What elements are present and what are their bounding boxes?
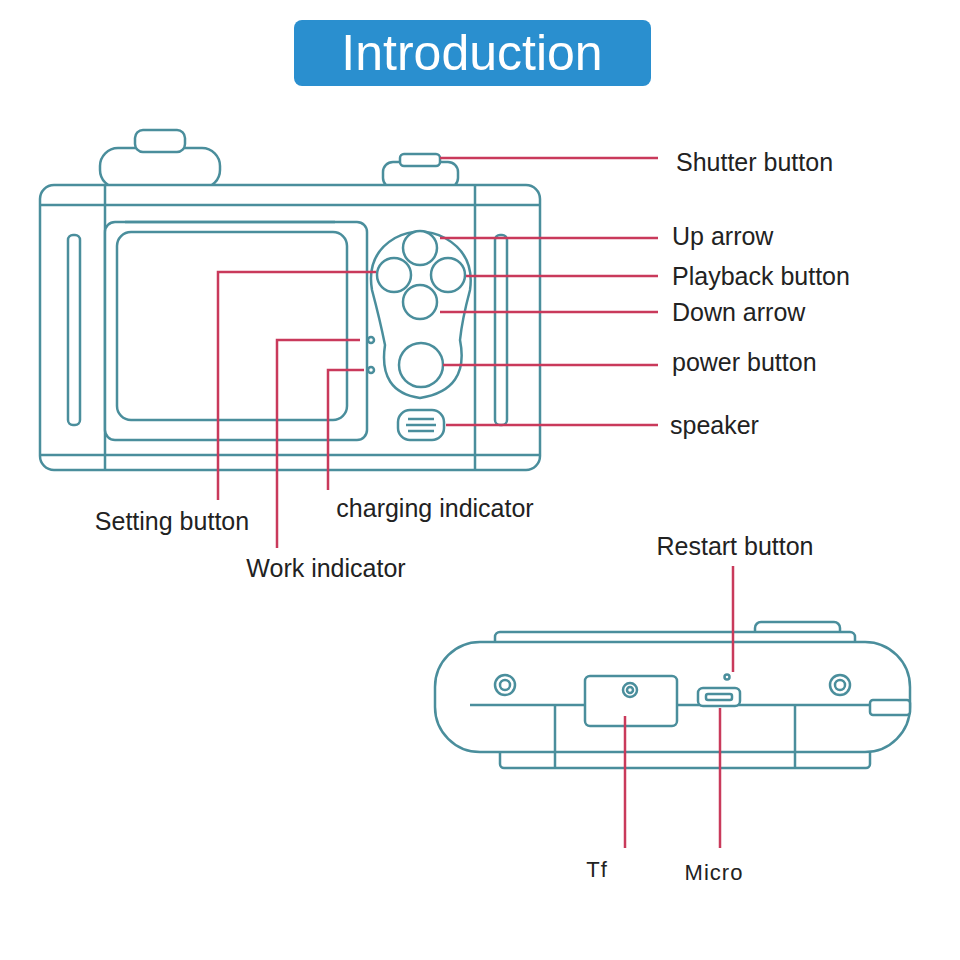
part-label: Up arrow — [672, 221, 773, 251]
port-label: Micro — [685, 858, 744, 888]
camera-front — [40, 130, 540, 470]
part-label: Shutter button — [676, 147, 833, 177]
part-label: power button — [672, 347, 817, 377]
part-label: Work indicator — [246, 553, 405, 583]
camera-bottom — [435, 622, 910, 768]
part-label: Down arrow — [672, 297, 805, 327]
leader-lines — [218, 158, 733, 848]
part-label: charging indicator — [336, 493, 533, 523]
title-banner: Introduction — [294, 20, 651, 86]
part-label: speaker — [670, 410, 759, 440]
part-label: Restart button — [656, 531, 813, 561]
part-label: Setting button — [95, 506, 249, 536]
port-label: Tf — [586, 855, 608, 885]
part-label: Playback button — [672, 261, 850, 291]
